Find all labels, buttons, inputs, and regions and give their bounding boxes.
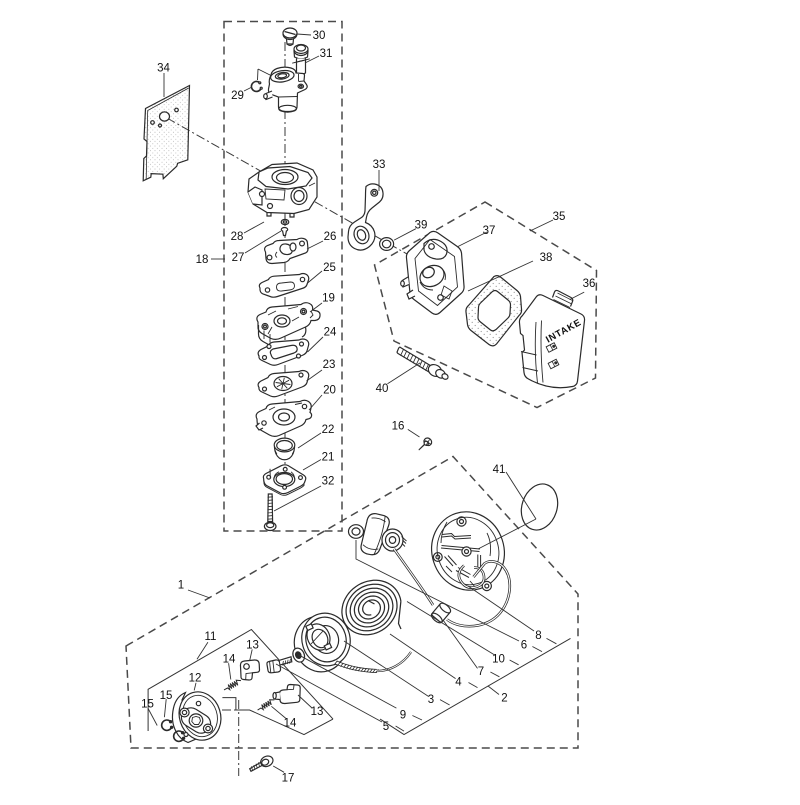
svg-text:27: 27 [232, 252, 245, 264]
svg-text:40: 40 [376, 383, 389, 395]
svg-text:14: 14 [284, 718, 297, 730]
svg-text:22: 22 [322, 424, 335, 436]
svg-text:1: 1 [178, 580, 184, 592]
svg-text:24: 24 [324, 327, 337, 339]
svg-text:35: 35 [553, 211, 566, 223]
svg-text:34: 34 [157, 63, 170, 75]
svg-text:16: 16 [392, 421, 405, 433]
svg-text:29: 29 [231, 90, 244, 102]
svg-text:8: 8 [535, 630, 541, 642]
svg-text:14: 14 [223, 654, 236, 666]
svg-text:7: 7 [478, 666, 484, 678]
svg-text:21: 21 [322, 452, 335, 464]
svg-text:31: 31 [320, 48, 333, 60]
svg-text:33: 33 [373, 159, 386, 171]
svg-text:39: 39 [415, 220, 428, 232]
svg-text:36: 36 [583, 278, 596, 290]
svg-text:13: 13 [246, 640, 259, 652]
svg-text:17: 17 [282, 773, 295, 785]
svg-text:12: 12 [189, 673, 202, 685]
svg-text:9: 9 [400, 710, 406, 722]
svg-text:13: 13 [311, 706, 324, 718]
svg-text:10: 10 [492, 654, 505, 666]
svg-text:4: 4 [455, 677, 462, 689]
svg-text:30: 30 [313, 30, 326, 42]
svg-text:41: 41 [493, 464, 506, 476]
svg-text:18: 18 [196, 254, 209, 266]
svg-text:3: 3 [428, 694, 434, 706]
svg-text:26: 26 [324, 231, 337, 243]
svg-text:38: 38 [540, 252, 553, 264]
svg-text:15: 15 [160, 690, 173, 702]
svg-text:25: 25 [323, 262, 336, 274]
svg-text:32: 32 [322, 476, 335, 488]
svg-text:19: 19 [322, 293, 335, 305]
svg-text:28: 28 [231, 231, 244, 243]
svg-text:15: 15 [141, 699, 154, 711]
svg-text:23: 23 [323, 359, 336, 371]
svg-text:11: 11 [205, 631, 217, 643]
svg-text:2: 2 [501, 693, 507, 705]
svg-text:37: 37 [483, 225, 496, 237]
svg-text:6: 6 [521, 640, 527, 652]
svg-text:5: 5 [383, 721, 389, 733]
svg-text:20: 20 [323, 385, 336, 397]
